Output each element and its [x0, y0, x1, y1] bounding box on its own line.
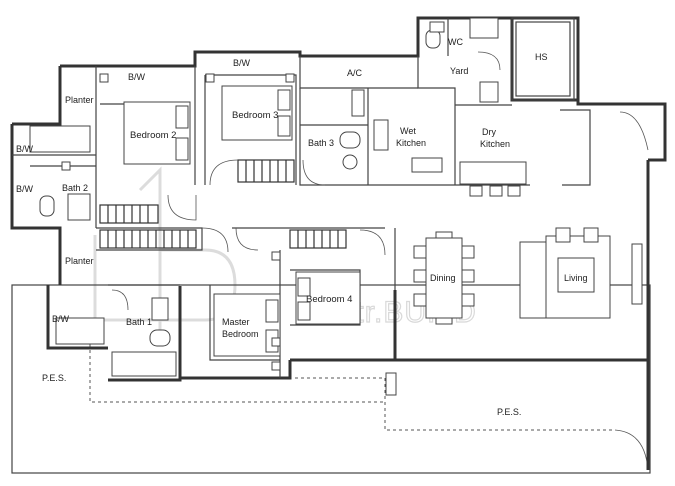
bedroom4-bed: [295, 271, 361, 325]
label-master-1: Master: [222, 317, 250, 327]
label-bw-bottom: B/W: [52, 314, 70, 324]
label-dining: Dining: [430, 273, 456, 283]
bedroom3-bed: [221, 85, 293, 141]
label-bedroom2: Bedroom 2: [130, 130, 176, 141]
label-wet-1: Wet: [400, 126, 416, 136]
label-bw-top-left: B/W: [128, 72, 146, 82]
living-set: [519, 227, 643, 319]
door-swings: [111, 51, 649, 311]
label-hs: HS: [535, 52, 548, 62]
label-wet-2: Kitchen: [396, 138, 426, 148]
label-bw-side-2: B/W: [16, 184, 34, 194]
label-pes-right: P.E.S.: [497, 407, 521, 417]
label-yard: Yard: [450, 66, 468, 76]
label-wc: WC: [448, 37, 463, 47]
label-pes-left: P.E.S.: [42, 373, 66, 383]
master-bed: [213, 293, 281, 357]
label-bedroom3: Bedroom 3: [232, 110, 278, 121]
label-bw-side-1: B/W: [16, 144, 34, 154]
label-planter-top: Planter: [65, 95, 94, 105]
label-bath1: Bath 1: [126, 317, 152, 327]
utility-rooms: [429, 17, 575, 101]
interior-walls: [12, 18, 591, 378]
label-bw-top-mid: B/W: [233, 58, 251, 68]
label-dry-1: Dry: [482, 127, 496, 137]
label-ac: A/C: [347, 68, 363, 78]
bedroom2-bed: [123, 101, 191, 165]
label-bedroom4: Bedroom 4: [306, 294, 352, 305]
label-bath3: Bath 3: [308, 138, 334, 148]
label-living: Living: [564, 273, 588, 283]
label-master-2: Bedroom: [222, 329, 259, 339]
kitchen-fixtures: [351, 81, 527, 197]
equipment-markers: [61, 73, 295, 371]
label-planter-bottom: Planter: [65, 256, 94, 266]
label-dry-2: Kitchen: [480, 139, 510, 149]
exterior-walls: [10, 16, 667, 470]
bath-fixtures: [29, 29, 441, 377]
room-labels: B/W B/W A/C WC HS Yard Planter Bedroom 2…: [16, 37, 588, 417]
dining-set: [413, 231, 475, 325]
label-bath2: Bath 2: [62, 183, 88, 193]
wardrobe-hatching: [99, 159, 347, 249]
